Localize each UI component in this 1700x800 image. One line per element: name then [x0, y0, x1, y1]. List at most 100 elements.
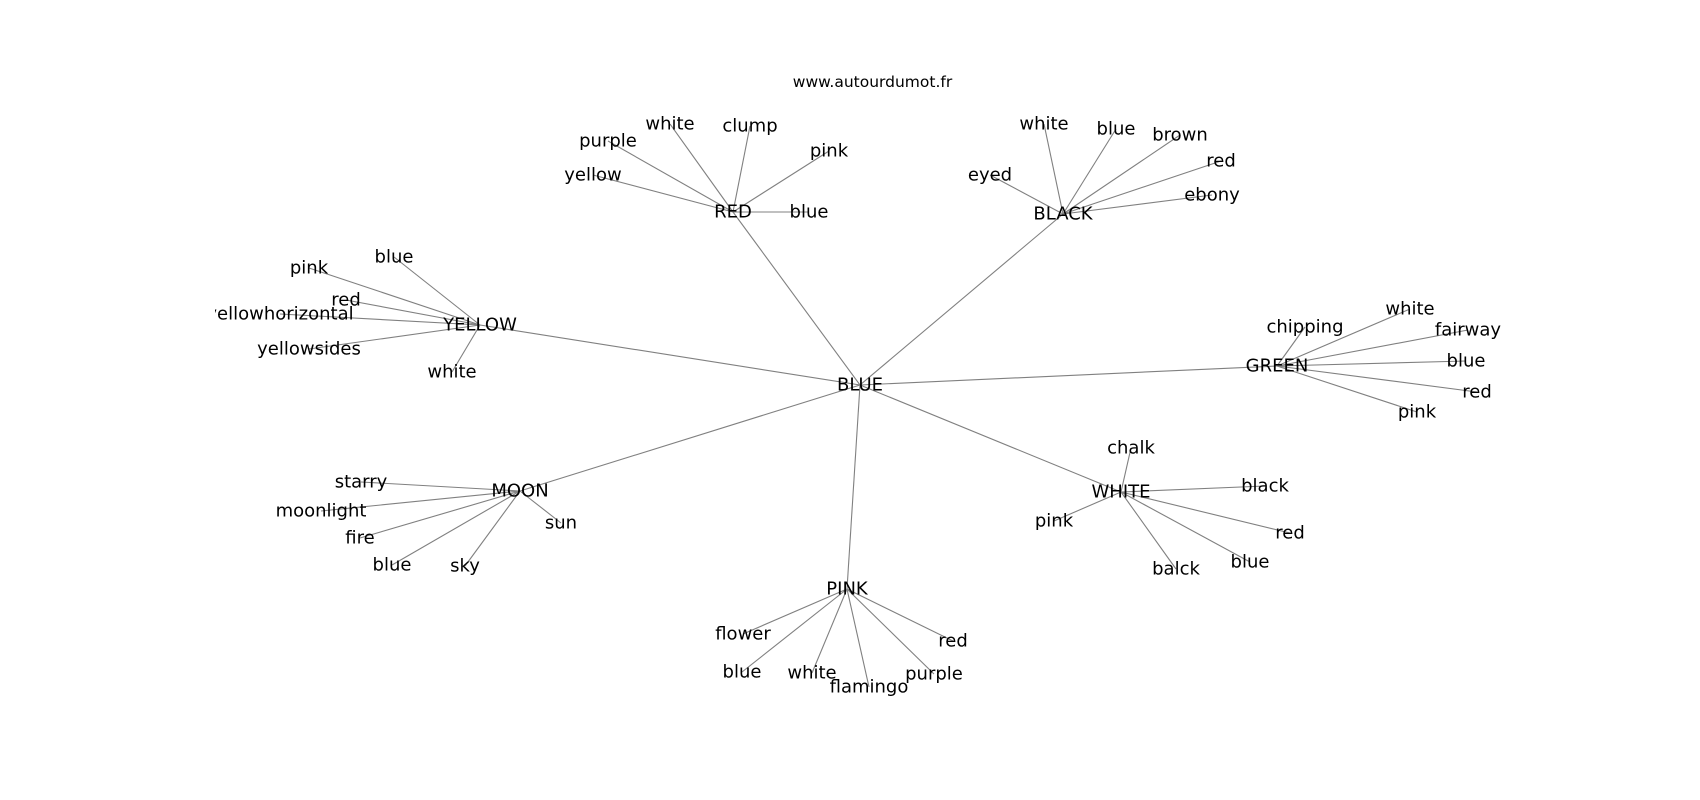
edge-black-brown	[1062, 134, 1181, 215]
node-center[interactable]: BLUE	[837, 375, 883, 396]
edge-green-white	[1276, 308, 1411, 367]
edge-yellow-white	[451, 324, 481, 373]
edge-white-red	[1120, 491, 1291, 534]
edge-white-chalk	[1120, 447, 1132, 493]
edge-moon-sky	[464, 490, 521, 567]
node-leaf-black-eyed[interactable]: eyed	[968, 165, 1012, 186]
node-leaf-red-blue[interactable]: blue	[790, 202, 829, 223]
node-hub-yellow[interactable]: YELLOW	[442, 315, 517, 336]
node-leaf-pink-flower[interactable]: flower	[715, 624, 771, 645]
edge-yellow-pink	[308, 267, 481, 326]
edge-moon-starry	[360, 481, 521, 492]
edge-black-blue	[1062, 128, 1117, 215]
node-leaf-green-red[interactable]: red	[1462, 382, 1492, 403]
edge-black-red	[1062, 160, 1222, 215]
edge-moon-fire	[359, 490, 521, 539]
edge-green-blue	[1276, 360, 1467, 367]
node-leaf-white-blue[interactable]: blue	[1231, 552, 1270, 573]
edge-yellow-red	[345, 299, 481, 326]
graph-edges	[279, 123, 1478, 688]
edge-black-ebony	[1062, 194, 1213, 215]
node-leaf-red-yellow[interactable]: yellow	[564, 165, 621, 186]
edge-center-yellow	[479, 324, 861, 386]
node-leaf-red-clump[interactable]: clump	[722, 116, 777, 137]
edge-moon-blue	[391, 490, 521, 566]
node-hub-moon[interactable]: MOON	[491, 481, 548, 502]
node-leaf-yellow-white[interactable]: white	[427, 362, 476, 383]
edge-green-fairway	[1276, 329, 1469, 367]
edge-center-green	[859, 365, 1278, 386]
node-leaf-black-ebony[interactable]: ebony	[1184, 185, 1240, 206]
edge-yellow-yellowsides	[308, 324, 481, 350]
edge-red-purple	[607, 140, 734, 213]
edge-center-white	[859, 384, 1122, 493]
edge-black-white	[1043, 123, 1064, 215]
node-leaf-white-pink[interactable]: pink	[1035, 511, 1074, 532]
node-leaf-green-chipping[interactable]: chipping	[1267, 317, 1344, 338]
node-leaf-moon-starry[interactable]: starry	[335, 472, 388, 493]
node-hub-white[interactable]: WHITE	[1091, 482, 1150, 503]
edge-red-clump	[732, 125, 751, 213]
edge-center-pink	[846, 384, 861, 590]
node-leaf-black-red[interactable]: red	[1206, 151, 1236, 172]
node-leaf-red-pink[interactable]: pink	[810, 141, 849, 162]
edge-center-black	[859, 213, 1064, 386]
edge-pink-white	[811, 588, 848, 674]
node-leaf-moon-sun[interactable]: sun	[545, 513, 577, 534]
edge-green-red	[1276, 365, 1478, 393]
node-leaf-black-brown[interactable]: brown	[1152, 125, 1208, 146]
node-hub-black[interactable]: BLACK	[1033, 204, 1093, 225]
edge-moon-sun	[519, 490, 562, 524]
node-leaf-green-white[interactable]: white	[1385, 299, 1434, 320]
edge-center-moon	[519, 384, 861, 492]
edge-pink-flower	[742, 588, 848, 635]
edge-white-balck	[1120, 491, 1177, 570]
edge-red-yellow	[592, 174, 734, 213]
edge-center-red	[732, 211, 861, 386]
node-leaf-green-blue[interactable]: blue	[1447, 351, 1486, 372]
node-leaf-black-blue[interactable]: blue	[1097, 119, 1136, 140]
edge-white-black	[1120, 485, 1266, 493]
edge-yellow-yellowhorizontal	[279, 313, 481, 326]
edge-black-eyed	[989, 174, 1064, 215]
node-leaf-white-chalk[interactable]: chalk	[1107, 438, 1155, 459]
edge-pink-purple	[846, 588, 935, 675]
node-leaf-moon-blue[interactable]: blue	[373, 555, 412, 576]
site-title[interactable]: www.autourdumot.fr	[792, 73, 953, 91]
node-leaf-red-white[interactable]: white	[645, 114, 694, 135]
node-leaf-pink-purple[interactable]: purple	[905, 664, 963, 685]
edge-yellow-blue	[393, 256, 481, 326]
edge-pink-red	[846, 588, 954, 642]
node-hub-red[interactable]: RED	[714, 202, 752, 223]
node-leaf-green-fairway[interactable]: fairway	[1435, 320, 1502, 341]
node-leaf-pink-blue[interactable]: blue	[723, 662, 762, 683]
edge-white-pink	[1053, 491, 1122, 522]
node-leaf-white-red[interactable]: red	[1275, 523, 1305, 544]
node-hub-pink[interactable]: PINK	[826, 579, 869, 600]
node-leaf-pink-white[interactable]: white	[787, 663, 836, 684]
edge-moon-moonlight	[320, 490, 521, 512]
node-leaf-moon-moonlight[interactable]: moonlight	[276, 501, 367, 522]
edge-green-chipping	[1276, 326, 1306, 367]
node-leaf-yellow-red[interactable]: red	[331, 290, 361, 311]
node-leaf-pink-red[interactable]: red	[938, 631, 968, 652]
node-leaf-yellow-yellowhorizontal[interactable]: yellowhorizontal	[215, 304, 354, 325]
node-leaf-moon-fire[interactable]: fire	[345, 528, 374, 549]
edge-red-white	[669, 123, 734, 213]
node-leaf-moon-sky[interactable]: sky	[450, 556, 480, 577]
node-leaf-red-purple[interactable]: purple	[579, 131, 637, 152]
node-hub-green[interactable]: GREEN	[1246, 356, 1309, 377]
node-leaf-pink-flamingo[interactable]: flamingo	[830, 677, 909, 698]
node-leaf-white-black[interactable]: black	[1241, 476, 1289, 497]
edge-red-pink	[732, 150, 830, 213]
node-leaf-yellow-blue[interactable]: blue	[375, 247, 414, 268]
node-leaf-black-white[interactable]: white	[1019, 114, 1068, 135]
node-leaf-white-balck[interactable]: balck	[1152, 559, 1200, 580]
edge-pink-blue	[741, 588, 848, 673]
node-leaf-yellow-yellowsides[interactable]: yellowsides	[257, 339, 361, 360]
node-leaf-yellow-pink[interactable]: pink	[290, 258, 329, 279]
node-leaf-green-pink[interactable]: pink	[1398, 402, 1437, 423]
